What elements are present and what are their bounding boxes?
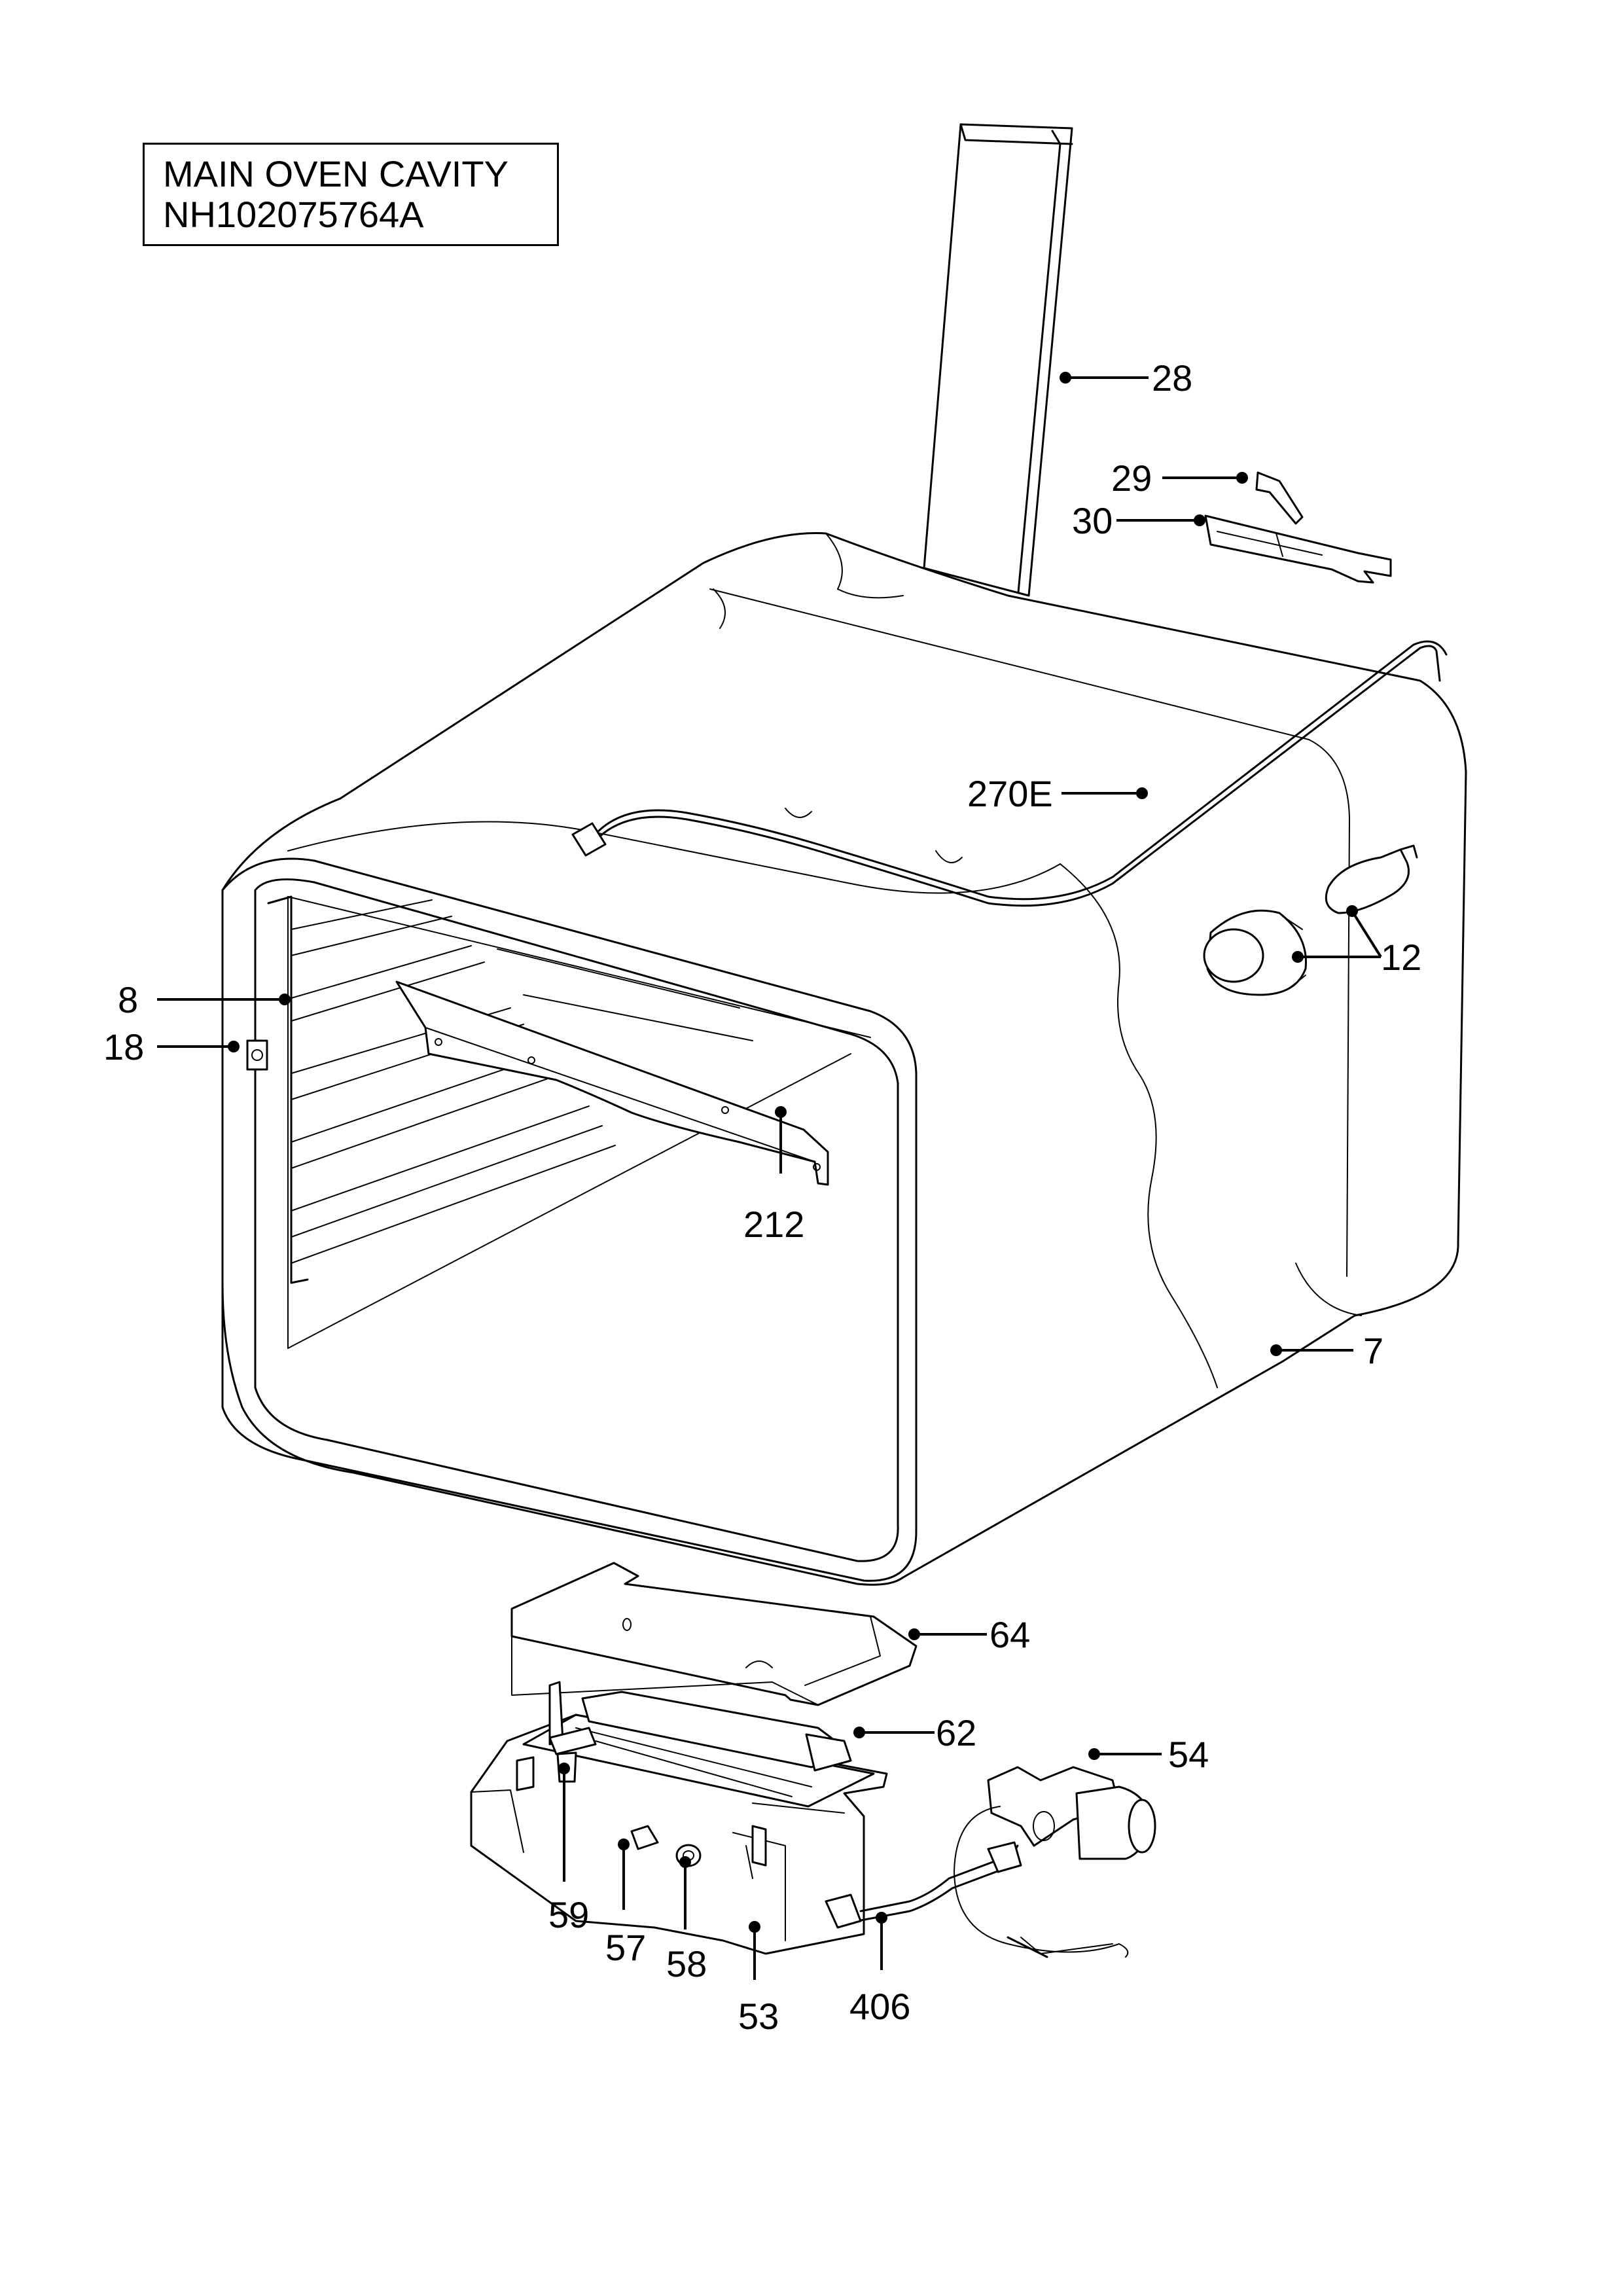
callout-62: 62 bbox=[936, 1712, 976, 1753]
callout-270E: 270E bbox=[967, 773, 1053, 814]
diagram-code: NH102075764A bbox=[163, 194, 424, 235]
burner-shield bbox=[510, 1562, 918, 1706]
supply-pipe bbox=[825, 1841, 1022, 1929]
shelf-runner bbox=[267, 895, 753, 1284]
oven-cavity bbox=[221, 532, 1467, 1586]
mounting-bracket bbox=[1204, 514, 1392, 584]
callout-18: 18 bbox=[103, 1026, 144, 1067]
union-fitting bbox=[630, 1825, 659, 1850]
flame-safety-valve bbox=[954, 1766, 1156, 1958]
leader-lines bbox=[157, 372, 1382, 1980]
callout-labels: 28 29 30 270E 12 8 18 212 7 64 62 54 59 … bbox=[103, 357, 1421, 2037]
callout-212: 212 bbox=[743, 1204, 804, 1245]
callout-30: 30 bbox=[1072, 500, 1113, 541]
title-box: MAIN OVEN CAVITY NH102075764A bbox=[143, 143, 559, 246]
callout-58: 58 bbox=[666, 1943, 707, 1984]
callout-7: 7 bbox=[1363, 1330, 1383, 1371]
flue-duct bbox=[923, 123, 1073, 597]
callout-59: 59 bbox=[548, 1894, 589, 1935]
callout-29: 29 bbox=[1111, 457, 1152, 499]
callout-28: 28 bbox=[1152, 357, 1192, 399]
bracket-small bbox=[1255, 471, 1304, 525]
heat-shield-bracket bbox=[395, 980, 829, 1186]
clip bbox=[246, 1039, 268, 1071]
diagram-title: MAIN OVEN CAVITY bbox=[163, 153, 508, 194]
callout-12: 12 bbox=[1381, 937, 1421, 978]
burner-assembly bbox=[470, 1681, 888, 1955]
thermostat-probe bbox=[1325, 844, 1418, 914]
callout-406: 406 bbox=[849, 1986, 910, 2027]
callout-64: 64 bbox=[990, 1614, 1030, 1655]
callout-53: 53 bbox=[738, 1996, 779, 2037]
callout-57: 57 bbox=[605, 1927, 646, 1968]
gas-pipe bbox=[571, 640, 1448, 907]
thermostat-knob bbox=[1203, 909, 1307, 996]
callout-8: 8 bbox=[118, 979, 138, 1020]
callout-54: 54 bbox=[1168, 1734, 1209, 1775]
